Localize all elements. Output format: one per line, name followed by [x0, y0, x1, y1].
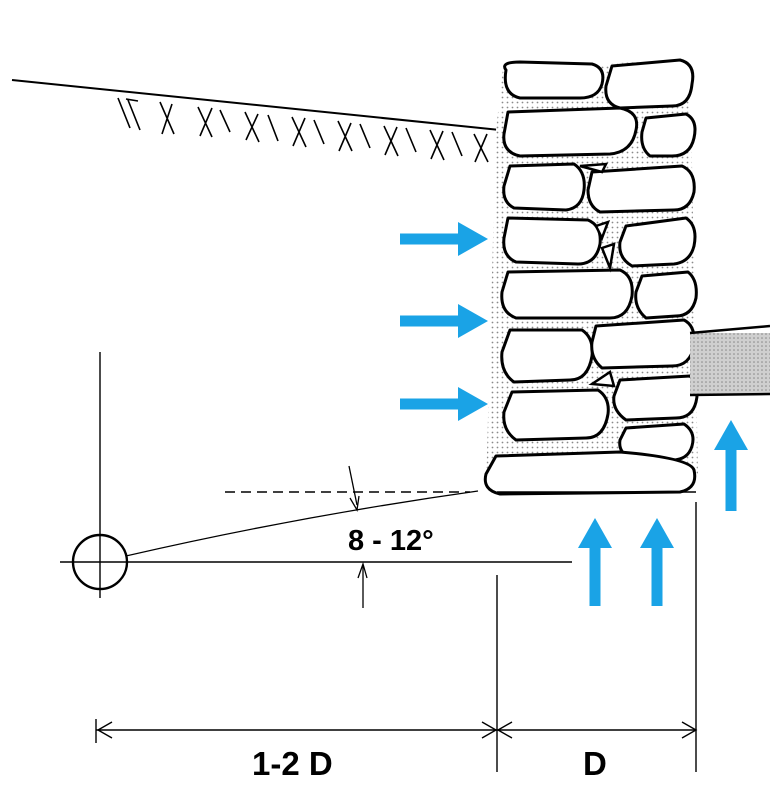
angle-label: 8 - 12° — [348, 525, 434, 557]
lateral-pressure-arrow — [400, 387, 488, 421]
uplift-pressure-arrow — [578, 518, 612, 606]
stone — [590, 318, 696, 370]
stone — [604, 58, 695, 110]
uplift-pressure-arrow — [640, 518, 674, 606]
depth-dimension-label: D — [583, 745, 607, 782]
stone — [640, 112, 697, 158]
lateral-pressure-arrow — [400, 304, 488, 338]
drain-pipe — [60, 352, 572, 598]
stone — [634, 270, 698, 320]
stone — [483, 450, 697, 496]
stone — [503, 60, 605, 100]
stone — [586, 164, 696, 214]
stone — [612, 374, 699, 422]
stone — [502, 216, 602, 266]
stone — [618, 422, 695, 462]
stone — [500, 328, 594, 384]
stone — [500, 268, 634, 320]
lateral-pressure-arrow — [400, 222, 488, 256]
dimension-lines — [95, 502, 698, 772]
force-arrows — [400, 222, 748, 606]
stone — [618, 216, 697, 268]
stone — [502, 388, 610, 442]
floor-slab — [689, 324, 770, 397]
backfill-slope — [11, 79, 501, 163]
stone-wall — [483, 58, 699, 496]
angle-construction — [125, 465, 696, 608]
slab-uplift-arrow — [714, 420, 748, 511]
offset-dimension-label: 1-2 D — [252, 745, 333, 782]
stone — [502, 162, 586, 212]
stone — [502, 106, 639, 158]
